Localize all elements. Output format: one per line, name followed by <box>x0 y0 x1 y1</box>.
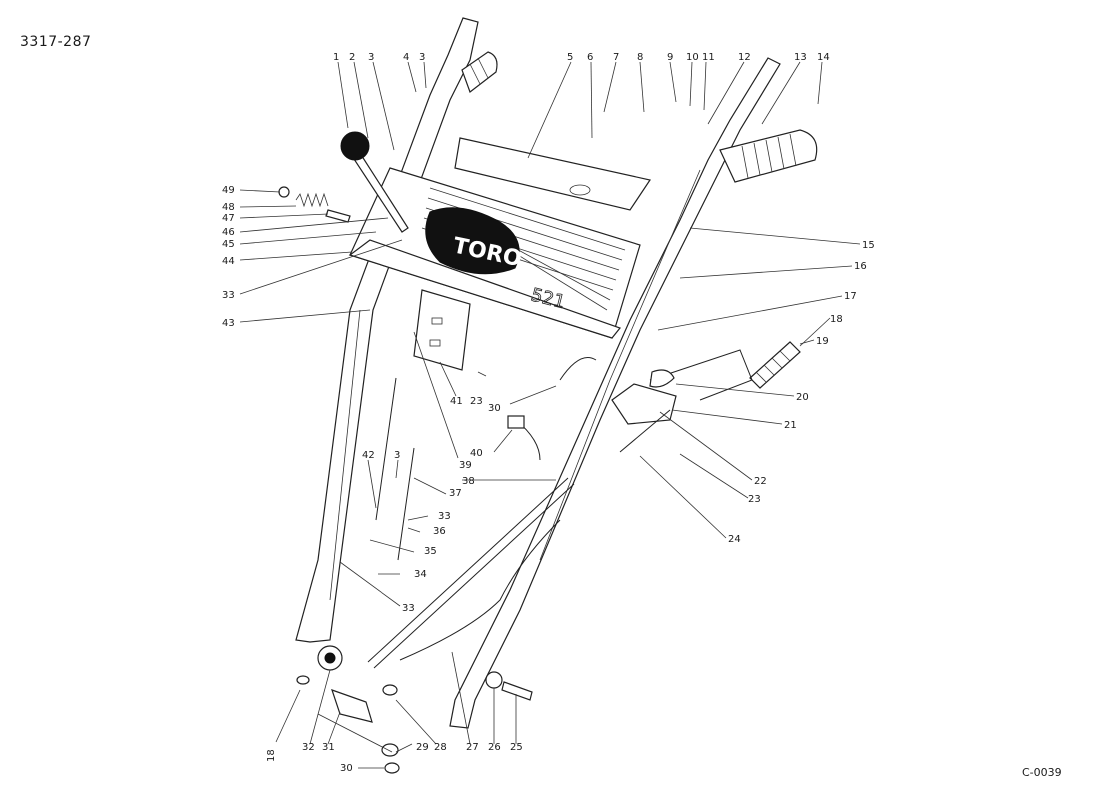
callout-9: 9 <box>667 52 673 63</box>
callout-13: 13 <box>794 52 807 63</box>
vertical-rods <box>375 377 415 561</box>
callout-32: 32 <box>302 742 315 753</box>
lever-knob <box>340 131 370 161</box>
callout-38: 38 <box>462 476 475 487</box>
callout-17: 17 <box>844 291 857 302</box>
callout-47: 47 <box>222 213 235 224</box>
callout-41: 41 <box>450 396 463 407</box>
callout-49: 49 <box>222 185 235 196</box>
callout-12: 12 <box>738 52 751 63</box>
callout-21: 21 <box>784 420 797 431</box>
callout-7: 7 <box>613 52 619 63</box>
drawing-code: C-0039 <box>1022 766 1062 779</box>
callout-19: 19 <box>816 336 829 347</box>
callout-30b: 30 <box>340 763 353 774</box>
drawing-number: 3317-287 <box>20 34 92 50</box>
control-rod-long <box>367 477 575 669</box>
callout-34: 34 <box>414 569 427 580</box>
callout-42: 42 <box>362 450 375 461</box>
callout-5: 5 <box>567 52 573 63</box>
right-handle-tube <box>449 57 781 729</box>
callout-28: 28 <box>434 742 447 753</box>
callout-33b: 33 <box>438 511 451 522</box>
callout-2: 2 <box>349 52 355 63</box>
callout-3b: 3 <box>419 52 425 63</box>
callout-18b: 18 <box>266 749 277 762</box>
callout-24: 24 <box>728 534 741 545</box>
callout-40: 40 <box>470 448 483 459</box>
callout-1: 1 <box>333 52 339 63</box>
callout-18: 18 <box>830 314 843 325</box>
callout-8: 8 <box>637 52 643 63</box>
callout-37: 37 <box>449 488 462 499</box>
left-grip <box>461 51 498 93</box>
bottom-bolt <box>485 671 533 701</box>
bracket-right <box>611 383 677 453</box>
spring-right <box>749 341 801 389</box>
callout-27: 27 <box>466 742 479 753</box>
callout-29: 29 <box>416 742 429 753</box>
shift-lever <box>340 131 409 233</box>
right-grip <box>719 129 818 183</box>
mid-bracket <box>413 289 471 371</box>
spring-left <box>278 186 351 223</box>
callout-3: 3 <box>368 52 374 63</box>
callout-22: 22 <box>754 476 767 487</box>
callout-6: 6 <box>587 52 593 63</box>
upper-cross-panel <box>454 137 651 211</box>
callout-31: 31 <box>322 742 335 753</box>
callout-15: 15 <box>862 240 875 251</box>
callout-23: 23 <box>748 494 761 505</box>
callout-33a: 33 <box>222 290 235 301</box>
callout-39: 39 <box>459 460 472 471</box>
callout-35: 35 <box>424 546 437 557</box>
left-handle-tube <box>295 17 479 643</box>
callout-labels: 1 2 3 4 3 5 6 7 8 9 10 11 12 13 14 15 16… <box>222 52 875 774</box>
callout-14: 14 <box>817 52 830 63</box>
callout-16: 16 <box>854 261 867 272</box>
callout-10: 10 <box>686 52 699 63</box>
callout-23b: 23 <box>470 396 483 407</box>
cable <box>399 357 597 661</box>
control-rod-right <box>649 349 753 401</box>
callout-36: 36 <box>433 526 446 537</box>
callout-4: 4 <box>403 52 409 63</box>
control-panel: TORO 521 <box>348 167 641 339</box>
callout-33c: 33 <box>402 603 415 614</box>
callout-3c: 3 <box>394 450 400 461</box>
callout-25: 25 <box>510 742 523 753</box>
callout-46: 46 <box>222 227 235 238</box>
callout-20: 20 <box>796 392 809 403</box>
callout-45: 45 <box>222 239 235 250</box>
callout-43: 43 <box>222 318 235 329</box>
callout-30a: 30 <box>488 403 501 414</box>
callout-44: 44 <box>222 256 235 267</box>
lower-pivot-assembly <box>296 645 400 774</box>
callout-26: 26 <box>488 742 501 753</box>
leader-lines <box>239 61 861 769</box>
callout-11: 11 <box>702 52 715 63</box>
callout-48: 48 <box>222 202 235 213</box>
